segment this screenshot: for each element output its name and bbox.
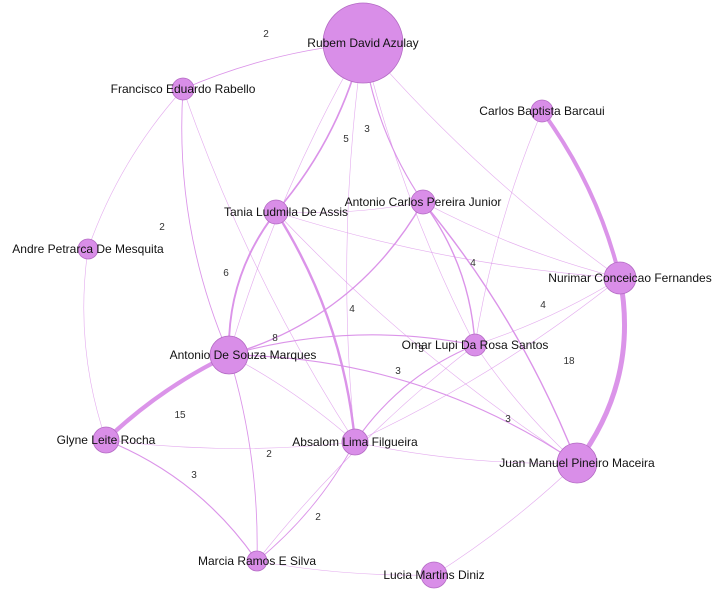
edge-rubem-nurimar xyxy=(362,42,621,279)
edge-weight-label-nurimar-juan: 18 xyxy=(563,356,575,367)
edge-carlos-omar xyxy=(474,110,543,346)
node-glyne[interactable] xyxy=(92,426,120,454)
node-label-antcarlos: Antonio Carlos Pereira Junior xyxy=(345,195,502,209)
node-label-omar: Omar Lupi Da Rosa Santos xyxy=(402,338,549,352)
edge-weight-label-absalom-marcia: 2 xyxy=(315,512,321,523)
edge-absalom-nurimar xyxy=(354,277,621,443)
node-label-juan: Juan Manuel Pineiro Maceira xyxy=(499,456,655,470)
edge-tania-antcarlos xyxy=(275,201,424,214)
edge-weight-label-antsouza-glyne: 15 xyxy=(174,410,186,421)
edge-absalom-omar xyxy=(354,344,476,443)
edge-absalom-juan xyxy=(354,441,578,464)
edge-weight-label-antcarlos-juan: 4 xyxy=(540,300,546,311)
edge-glyne-marcia xyxy=(105,439,258,562)
node-label-nurimar: Nurimar Conceicao Fernandes xyxy=(548,271,711,285)
edge-weight-label-rubem-francisco: 2 xyxy=(263,29,269,40)
edge-weight-label-rubem-tania: 5 xyxy=(343,134,349,145)
edge-omar-marcia xyxy=(256,344,476,562)
node-label-carlos: Carlos Baptista Barcaui xyxy=(479,104,604,118)
edge-juan-lucia xyxy=(433,462,578,576)
node-francisco[interactable] xyxy=(171,77,195,101)
edge-antsouza-glyne xyxy=(103,352,232,443)
edge-antcarlos-omar xyxy=(422,201,476,346)
edge-andre-glyne xyxy=(83,248,107,441)
node-lucia[interactable] xyxy=(420,561,448,589)
node-antcarlos[interactable] xyxy=(410,189,436,215)
nodes-layer xyxy=(77,2,637,589)
edge-antsouza-omar xyxy=(228,334,476,356)
edge-antcarlos-antsouza xyxy=(228,201,424,356)
edge-francisco-absalom xyxy=(182,88,356,443)
edge-tania-antsouza xyxy=(228,211,277,356)
edge-omar-nurimar xyxy=(474,277,621,346)
edge-weight-label-antsouza-juan: 3 xyxy=(505,414,511,425)
node-tania[interactable] xyxy=(263,199,289,225)
node-label-antsouza: Antonio De Souza Marques xyxy=(170,348,317,362)
edge-weight-label-antcarlos-omar: 4 xyxy=(470,258,476,269)
edge-carlos-nurimar xyxy=(540,109,622,280)
edge-nurimar-juan xyxy=(574,275,627,466)
edge-weight-label-rubem-antcarlos: 3 xyxy=(364,124,370,135)
node-label-francisco: Francisco Eduardo Rabello xyxy=(111,82,256,96)
node-label-glyne: Glyne Leite Rocha xyxy=(57,433,156,447)
node-label-lucia: Lucia Martins Diniz xyxy=(383,568,484,582)
node-label-marcia: Marcia Ramos E Silva xyxy=(198,554,316,568)
edge-tania-juan xyxy=(275,211,578,464)
edge-francisco-andre xyxy=(87,88,184,250)
edge-weight-label-antcarlos-antsouza: 4 xyxy=(349,304,355,315)
edge-antsouza-juan xyxy=(228,354,578,464)
node-marcia[interactable] xyxy=(246,550,268,572)
edge-rubem-omar xyxy=(362,42,476,346)
edge-weight-label-tania-absalom: 8 xyxy=(272,333,278,344)
node-nurimar[interactable] xyxy=(603,261,637,295)
node-label-tania: Tania Ludmila De Assis xyxy=(224,205,348,219)
node-rubem[interactable] xyxy=(322,2,404,84)
edge-omar-juan xyxy=(474,344,578,464)
edge-tania-nurimar xyxy=(275,211,621,279)
edge-weight-label-tania-antsouza: 6 xyxy=(223,268,229,279)
edge-rubem-absalom xyxy=(346,42,364,443)
node-label-absalom: Absalom Lima Filgueira xyxy=(292,435,418,449)
node-antsouza[interactable] xyxy=(209,335,249,375)
node-andre[interactable] xyxy=(77,238,99,260)
node-absalom[interactable] xyxy=(341,428,369,456)
edge-absalom-antsouza xyxy=(228,354,356,443)
node-carlos[interactable] xyxy=(530,99,554,123)
edge-absalom-marcia xyxy=(256,441,356,562)
edge-marcia-lucia xyxy=(256,560,435,576)
edge-rubem-antsouza xyxy=(228,42,364,356)
node-label-rubem: Rubem David Azulay xyxy=(307,36,418,50)
edge-antcarlos-nurimar xyxy=(422,201,621,279)
edge-glyne-absalom xyxy=(105,439,356,449)
edge-francisco-antsouza xyxy=(181,88,230,356)
edge-tania-absalom xyxy=(274,210,357,444)
edge-weight-label-francisco-antsouza: 2 xyxy=(159,222,165,233)
node-juan[interactable] xyxy=(556,442,598,484)
edge-weight-label-antsouza-marcia: 2 xyxy=(266,449,272,460)
node-label-andre: Andre Petrarca De Mesquita xyxy=(12,242,164,256)
edge-antsouza-marcia xyxy=(228,354,258,562)
edge-weight-label-antsouza-omar: 3 xyxy=(418,344,424,355)
edge-weight-label-absalom-omar: 3 xyxy=(395,366,401,377)
edge-weight-label-glyne-marcia: 3 xyxy=(191,470,197,481)
edge-antcarlos-juan xyxy=(422,201,578,464)
node-omar[interactable] xyxy=(463,333,487,357)
